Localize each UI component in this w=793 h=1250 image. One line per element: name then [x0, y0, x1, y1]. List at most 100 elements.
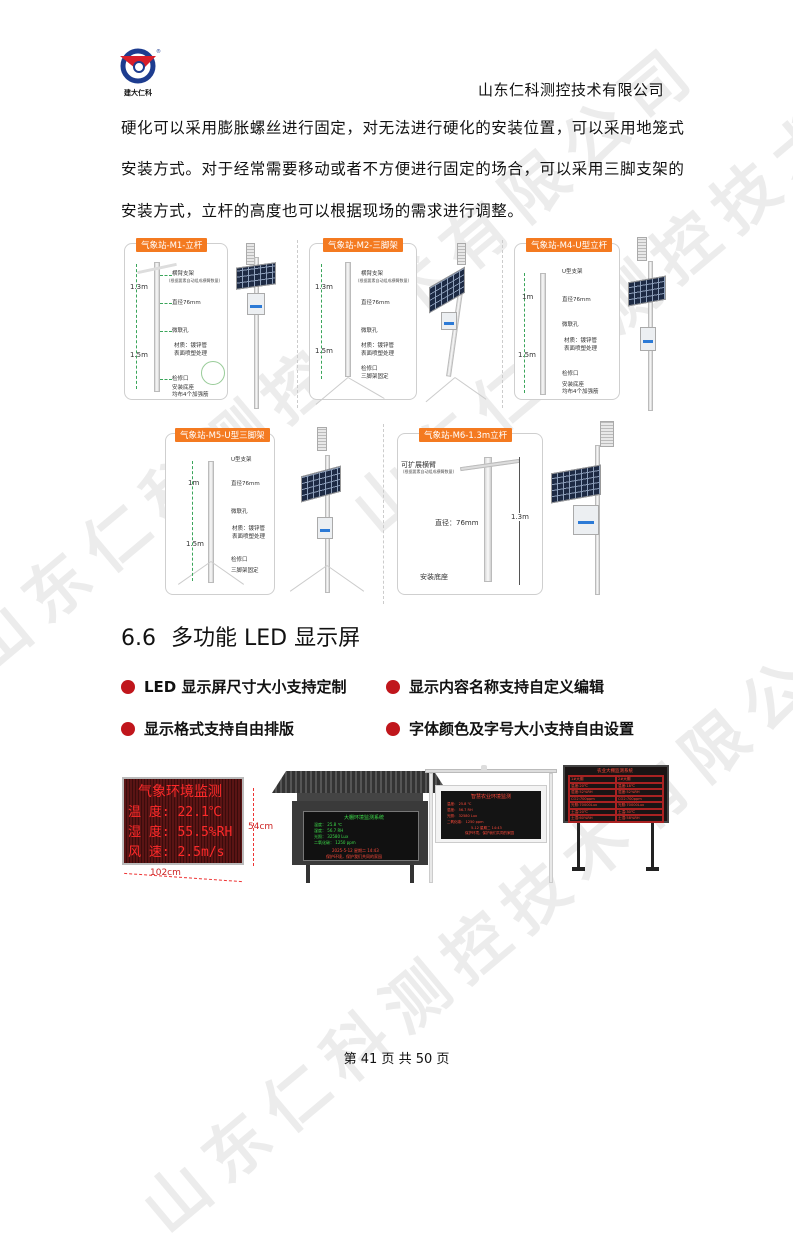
- dim-height-upper: 1.3m: [315, 283, 333, 291]
- led-row: 温 度: 22.1℃: [128, 805, 222, 820]
- bullet-icon: [121, 679, 135, 694]
- paragraph-line: 安装方式，立杆的高度也可以根据现场的需求进行调整。: [121, 202, 524, 220]
- annotation: 微联孔: [361, 328, 378, 334]
- dim-height-upper: 1m: [522, 293, 534, 301]
- station-title: 气象站-M6-1.3m立杆: [419, 428, 513, 442]
- annotation: 直径76mm: [231, 481, 260, 487]
- led-cell: 光照:70000Lux: [569, 802, 616, 809]
- station-m1-figure: 气象站-M1-立杆 1.3m 1.5m 横臂支架 (根据要素自动组成横臂数量) …: [120, 237, 295, 409]
- paragraph-line: 硬化可以采用膨胀螺丝进行固定，对无法进行硬化的安装位置，可以采用地笼式: [121, 119, 685, 137]
- led-cell: 2#大棚: [616, 776, 663, 783]
- led-row: 湿 度: 55.5%RH: [128, 825, 233, 840]
- led-footer: 保护环境，保护我们共同的家园: [465, 831, 514, 835]
- section-number: 6.6: [121, 626, 156, 651]
- feature-item: 字体颜色及字号大小支持自由设置: [386, 718, 634, 739]
- company-logo: ® 建大仁科: [118, 46, 162, 97]
- annotation: U型支架: [231, 457, 252, 463]
- led-footer: 2025-5-12 星期二 14:43: [332, 848, 379, 853]
- feature-item: LED 显示屏尺寸大小支持定制: [121, 676, 346, 697]
- annotation: 材质：镀锌管: [174, 343, 208, 349]
- led-row: 光照： 32580 Lux: [447, 814, 478, 818]
- annotation: 材质：镀锌管: [564, 338, 598, 344]
- led-title: 气象环境监测: [138, 784, 222, 800]
- led-footer: 5-12 星期二 14:43: [471, 826, 502, 830]
- station-m5-figure: 气象站-M5-U型三脚架 1m 1.5m U型支架 直径76mm 微联孔 材质：…: [160, 425, 382, 605]
- dim-height-lower: 1.5m: [518, 351, 536, 359]
- led-cell: 光照:70000Lux: [616, 802, 663, 809]
- led-row: 二氧化碳： 1250 ppm: [447, 820, 484, 824]
- annotation: 可扩展横臂: [401, 461, 436, 469]
- page-number: 第 41 页 共 50 页: [343, 1052, 450, 1067]
- section-title: 多功能 LED 显示屏: [171, 626, 361, 651]
- led-cell: 1#大棚: [569, 776, 616, 783]
- led-footer: 保护环境，保护我们共同的家园: [326, 854, 382, 859]
- led-cell: 土湿:58%RH: [616, 815, 663, 822]
- led-row: 二氧化碳： 1250 ppm: [314, 840, 356, 845]
- led-cell: 湿度:52%RH: [616, 789, 663, 796]
- feature-item: 显示格式支持自由排版: [121, 718, 294, 739]
- dim-height-lower: 1.5m: [186, 540, 204, 548]
- annotation: 安装底座: [172, 385, 195, 391]
- led-row: 温度： 25.8 ℃: [314, 822, 342, 827]
- annotation: 检修口: [231, 557, 248, 563]
- dim-width: 102cm: [150, 868, 181, 878]
- annotation: 均布4个加强筋: [172, 392, 209, 398]
- led-cell: 土温:30℃: [616, 808, 663, 815]
- annotation: 检修口: [562, 371, 579, 377]
- annotation: (根据要素自动组成横臂数量): [169, 278, 221, 283]
- led-row: 光照： 32580 Lux: [314, 834, 349, 839]
- led-title: 智慧农业环境监测: [471, 794, 512, 800]
- annotation: (根据要素自动组成横臂数量): [358, 278, 410, 283]
- annotation: 横臂支架: [172, 271, 195, 277]
- annotation: 微联孔: [172, 328, 189, 334]
- annotation: 三脚架固定: [231, 568, 259, 574]
- bullet-icon: [121, 721, 135, 736]
- annotation: 微联孔: [231, 509, 248, 515]
- led-title: 大棚环境监测系统: [344, 815, 385, 821]
- annotation: 材质：镀锌管: [361, 343, 395, 349]
- led-title: 农业大棚监测系统: [597, 769, 633, 774]
- company-name: 山东仁科测控技术有限公司: [478, 81, 665, 99]
- annotation: 直径76mm: [361, 300, 390, 306]
- led-display-pavilion: 大棚环境监测系统 温度： 25.8 ℃ 湿度： 56.7 RH 光照： 3258…: [272, 771, 448, 883]
- dim-height-upper: 1m: [188, 479, 200, 487]
- led-cell: CO2:700ppm: [616, 795, 663, 802]
- led-row: 风 速: 2.5m/s: [128, 845, 225, 860]
- annotation: 安装底座: [420, 573, 448, 581]
- station-m2-figure: 气象站-M2-三脚架 1.3m 1.5m 横臂支架 (根据要素自动组成横臂数量)…: [305, 237, 500, 407]
- dim-height-upper: 1.3m: [130, 283, 148, 291]
- annotation: 表面喷塑处理: [564, 346, 598, 352]
- dim-height-lower: 1.5m: [130, 351, 148, 359]
- led-cell: 温度:20℃: [569, 782, 616, 789]
- annotation: 均布4个加强筋: [562, 389, 599, 395]
- bullet-icon: [386, 721, 400, 736]
- led-row: 温度： 25.8 ℃: [447, 802, 472, 806]
- svg-text:®: ®: [156, 48, 161, 55]
- annotation: 直径76mm: [562, 297, 591, 303]
- led-cell: CO2:700ppm: [569, 795, 616, 802]
- led-cell: 土温:20℃: [569, 808, 616, 815]
- annotation: 表面喷塑处理: [232, 534, 266, 540]
- led-row: 湿度： 56.7 RH: [314, 828, 344, 833]
- station-title: 气象站-M5-U型三脚架: [175, 428, 270, 442]
- annotation: 安装底座: [562, 382, 585, 388]
- annotation: 表面喷塑处理: [361, 351, 395, 357]
- section-heading: 6.6 多功能 LED 显示屏: [121, 620, 360, 652]
- dim-height: 54cm: [248, 822, 274, 832]
- led-cell: 土湿:60%RH: [569, 815, 616, 822]
- led-row: 湿度： 56.7 RH: [447, 808, 473, 812]
- annotation: 直径：76mm: [435, 519, 479, 527]
- annotation: 微联孔: [562, 322, 579, 328]
- station-title: 气象站-M1-立杆: [136, 238, 208, 252]
- station-title: 气象站-M4-U型立杆: [526, 238, 613, 252]
- dim-height-lower: 1.5m: [315, 347, 333, 355]
- station-title: 气象站-M2-三脚架: [323, 238, 403, 252]
- annotation: 三脚架固定: [361, 374, 389, 380]
- annotation: 材质：镀锌管: [232, 526, 266, 532]
- led-display-frame: 智慧农业环境监测 温度： 25.8 ℃ 湿度： 56.7 RH 光照： 3258…: [421, 765, 561, 883]
- station-m6-figure: 气象站-M6-1.3m立杆 1.3m 可扩展横臂 (根据要素自动组成横臂数量) …: [395, 421, 615, 605]
- feature-item: 显示内容名称支持自定义编辑: [386, 676, 604, 697]
- annotation: 表面喷塑处理: [174, 351, 208, 357]
- annotation: 直径76mm: [172, 300, 201, 306]
